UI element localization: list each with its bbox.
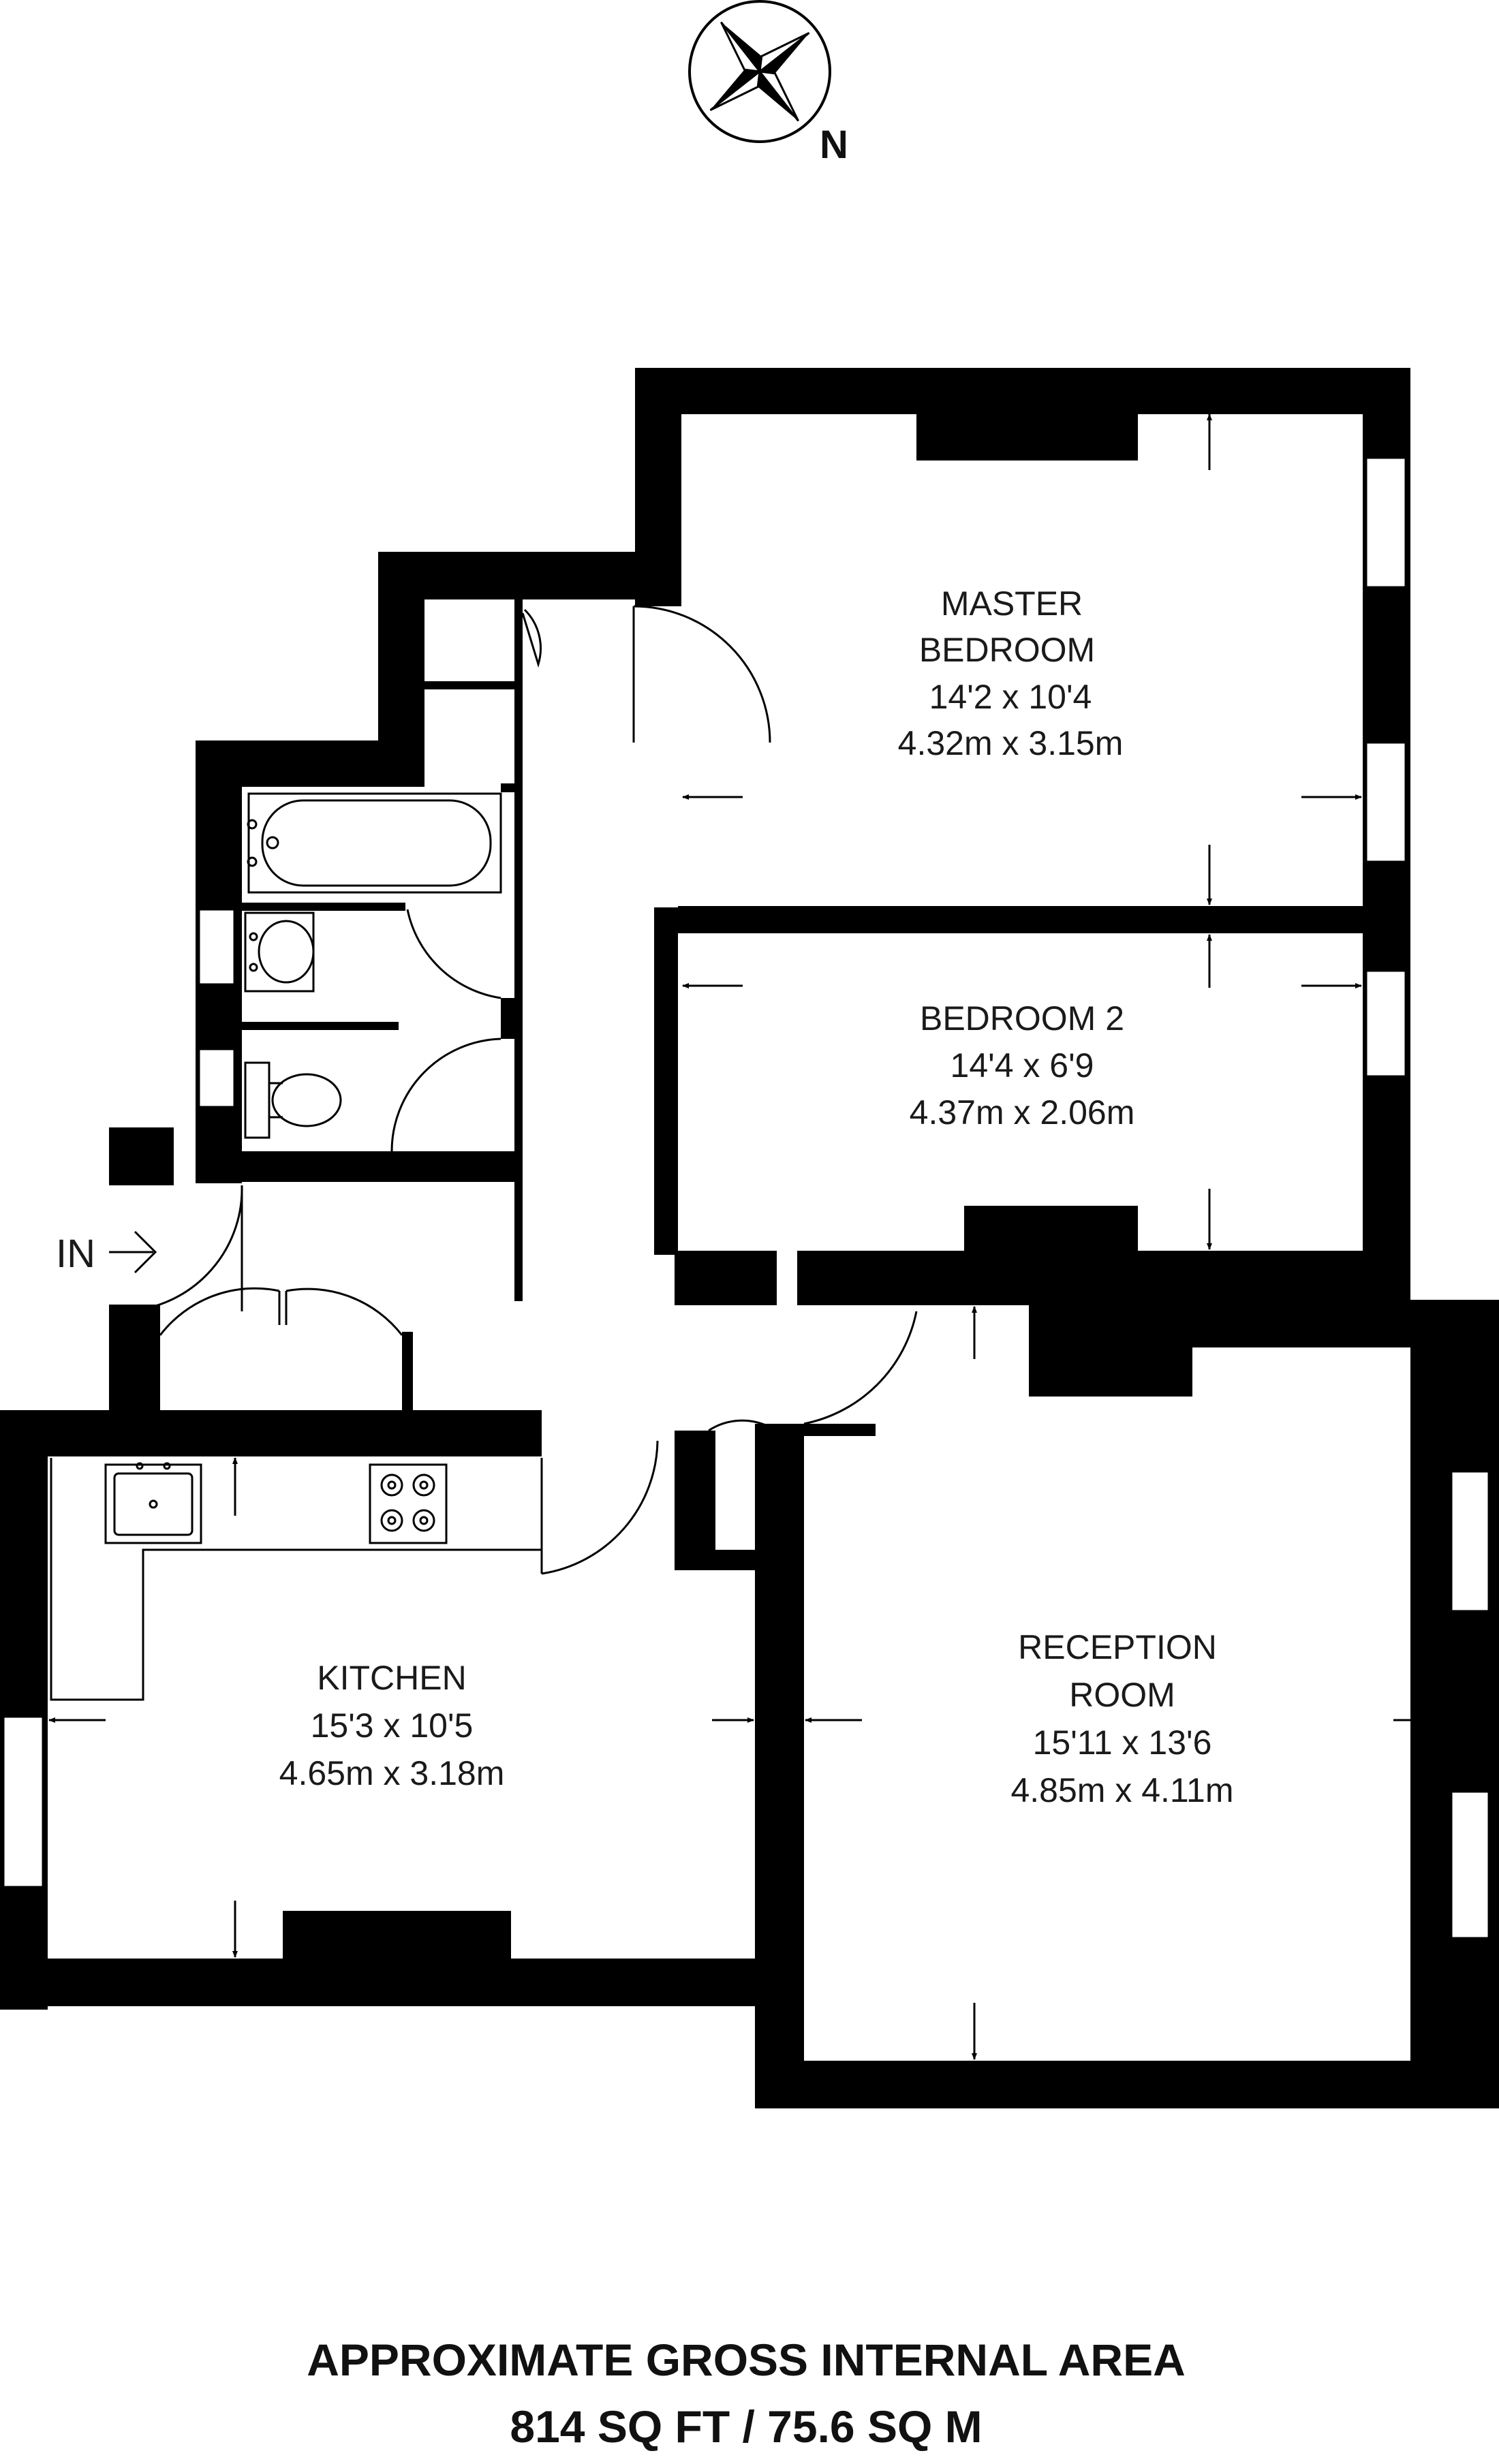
wall <box>283 1911 511 1962</box>
window <box>198 1048 236 1108</box>
window <box>198 908 236 986</box>
wall <box>1192 1300 1410 1347</box>
window <box>1450 1790 1490 1939</box>
walls <box>0 368 1499 2108</box>
wall <box>635 368 681 606</box>
kitchen-metric: 4.65m x 3.18m <box>279 1754 505 1792</box>
door-swing <box>159 1287 280 1336</box>
wall <box>0 1410 48 2010</box>
wall <box>196 1142 242 1183</box>
reception-imperial: 15'11 x 13'6 <box>1033 1724 1212 1762</box>
hob-icon <box>369 1463 448 1544</box>
door-swing <box>390 1038 501 1152</box>
master-bedroom-name-line2: BEDROOM <box>919 631 1095 669</box>
master-bedroom-name-line1: MASTER <box>941 584 1083 623</box>
kitchen-name: KITCHEN <box>317 1659 466 1697</box>
toilet-icon <box>244 1061 342 1139</box>
room-label-master-bedroom: MASTER BEDROOM 14'2 x 10'4 4.32m x 3.15m <box>898 584 1124 762</box>
room-label-kitchen: KITCHEN 15'3 x 10'5 4.65m x 3.18m <box>279 1659 505 1792</box>
arrow-right-icon <box>109 1230 157 1274</box>
bedroom-2-metric: 4.37m x 2.06m <box>910 1093 1135 1132</box>
wall <box>242 1151 514 1182</box>
door-swing <box>285 1288 403 1336</box>
windows <box>2 456 1490 1939</box>
door-swing <box>406 909 501 999</box>
doors <box>119 605 918 1575</box>
door-swing <box>541 1440 659 1575</box>
wall <box>514 599 523 1301</box>
master-bedroom-metric: 4.32m x 3.15m <box>898 724 1124 762</box>
compass: N <box>688 0 848 167</box>
kitchen-imperial: 15'3 x 10'5 <box>311 1706 474 1745</box>
wall <box>675 1550 756 1570</box>
window <box>1450 1470 1490 1612</box>
area-caption-line1: APPROXIMATE GROSS INTERNAL AREA <box>307 2335 1186 2385</box>
door-swing <box>521 608 542 668</box>
bedroom-2-name: BEDROOM 2 <box>920 999 1124 1038</box>
wall <box>109 1127 174 1185</box>
reception-name-line1: RECEPTION <box>1018 1628 1217 1666</box>
wall <box>424 681 516 689</box>
room-label-bedroom-2: BEDROOM 2 14'4 x 6'9 4.37m x 2.06m <box>910 999 1135 1132</box>
wall <box>916 414 1138 461</box>
area-caption-line2: 814 SQ FT / 75.6 SQ M <box>510 2401 982 2452</box>
dimension-arrows <box>48 414 1451 2060</box>
sink-icon <box>104 1462 202 1544</box>
wall <box>635 368 1410 414</box>
wall <box>196 740 386 787</box>
reception-name-line2: ROOM <box>1069 1676 1175 1714</box>
wall <box>755 1424 804 2108</box>
wall <box>242 903 405 911</box>
compass-rose-icon <box>688 0 831 143</box>
wall <box>755 2061 1499 2108</box>
room-label-reception: RECEPTION ROOM 15'11 x 13'6 4.85m x 4.11… <box>1010 1628 1233 1809</box>
bedroom-2-imperial: 14'4 x 6'9 <box>951 1046 1094 1085</box>
wall <box>402 1332 413 1414</box>
window <box>1365 456 1407 589</box>
reception-metric: 4.85m x 4.11m <box>1010 1771 1233 1809</box>
basin-icon <box>244 911 315 993</box>
door-swing <box>633 605 771 743</box>
wall <box>378 552 635 599</box>
entrance-label: IN <box>56 1232 95 1276</box>
fixtures <box>50 792 543 1701</box>
wall <box>1410 1300 1499 2107</box>
area-caption: APPROXIMATE GROSS INTERNAL AREA 814 SQ F… <box>307 2335 1186 2452</box>
wall <box>242 1022 399 1030</box>
wall <box>678 906 1366 933</box>
window <box>1365 969 1407 1078</box>
wall <box>1029 1294 1192 1397</box>
door-swing <box>803 1311 918 1425</box>
wall <box>675 1251 777 1305</box>
door-swing <box>119 1185 243 1313</box>
master-bedroom-imperial: 14'2 x 10'4 <box>929 678 1092 716</box>
wall <box>675 1431 715 1567</box>
wall <box>804 1424 876 1436</box>
window <box>2 1715 44 1888</box>
compass-north-label: N <box>820 123 848 167</box>
wall <box>501 998 523 1039</box>
kitchen-worktop <box>50 1458 543 1701</box>
wall <box>109 1315 157 1328</box>
wall <box>964 1206 1138 1253</box>
wall <box>0 1959 756 2006</box>
door-swing <box>708 1419 771 1432</box>
wall <box>0 1410 542 1456</box>
bath-icon <box>247 792 502 894</box>
wall <box>501 783 523 792</box>
entrance-marker: IN <box>56 1230 157 1276</box>
window <box>1365 741 1407 863</box>
wall <box>654 907 678 1255</box>
